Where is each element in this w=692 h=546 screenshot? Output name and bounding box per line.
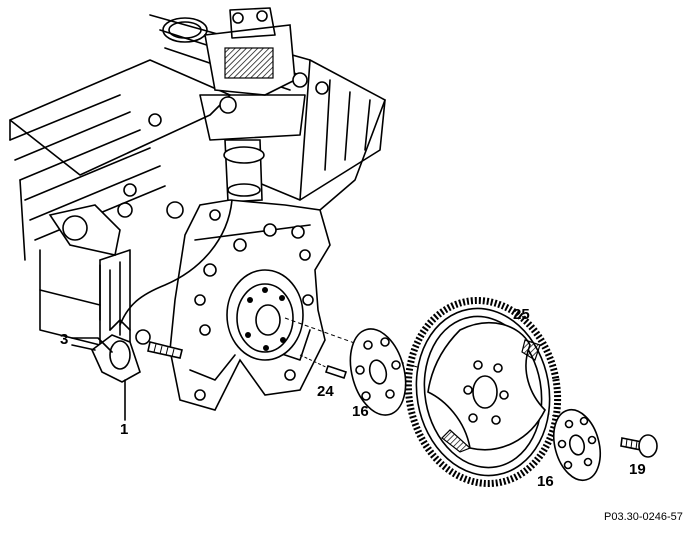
spacer-plate-front <box>349 328 407 416</box>
flywheel-ring-gear <box>404 296 562 488</box>
leader-lines <box>71 337 126 421</box>
engine-block <box>9 7 386 411</box>
callout-label-3: 3 <box>60 331 68 348</box>
callout-label-25: 25 <box>513 306 530 323</box>
dowel-pin <box>299 354 348 380</box>
crankshaft-position-sensor <box>91 319 141 383</box>
reference-code: P03.30-0246-57 <box>604 511 683 523</box>
sensor-cable <box>119 199 233 326</box>
callout-label-19: 19 <box>629 461 646 478</box>
flywheel-bolt <box>620 434 658 458</box>
spacer-plate-rear <box>552 408 602 482</box>
callout-label-1: 1 <box>120 421 128 438</box>
callout-label-24: 24 <box>317 383 334 400</box>
callout-label-16-rear: 16 <box>537 473 554 490</box>
sensor-bolt <box>135 329 183 359</box>
callout-label-16-front: 16 <box>352 403 369 420</box>
